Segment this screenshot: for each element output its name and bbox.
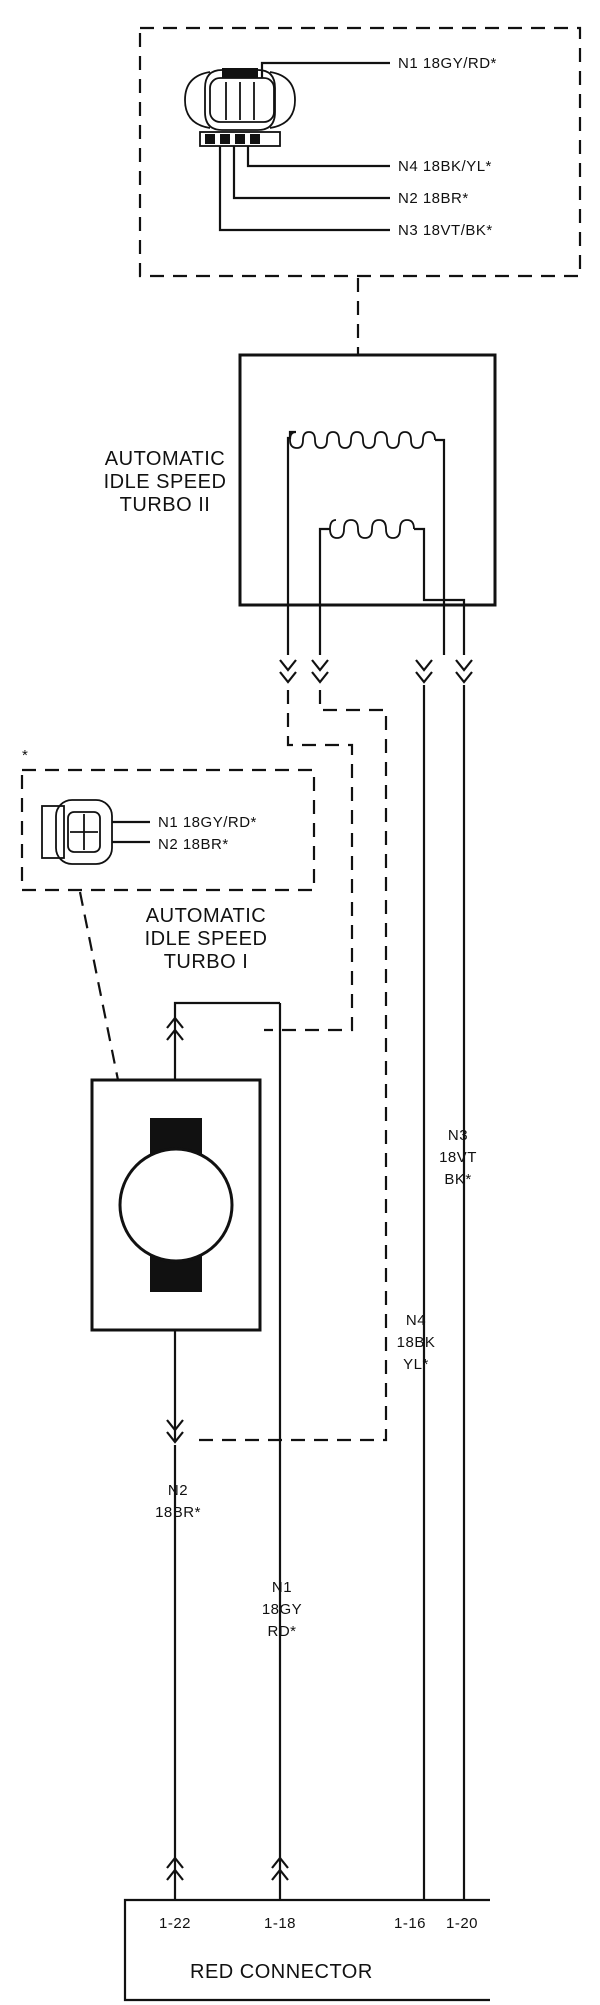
turbo1-title-line1: AUTOMATIC [146,905,266,927]
wire-n2-label-line1: N2 [168,1482,188,1499]
turbo1-connector-group: * N1 18GY/RD* N2 18BR* [20,747,316,892]
red-connector: 1-22 1-18 1-16 1-20 RED CONNECTOR [123,1898,490,2002]
red-connector-pin-1-16: 1-16 [394,1915,426,1932]
turbo1-title-line2: IDLE SPEED [145,928,268,950]
wire-n1-label-line1: N1 [272,1579,292,1596]
turbo2-output-chevrons [279,659,473,684]
wire-n1-label-line2: 18GY [262,1601,302,1618]
red-connector-pin-1-22: 1-22 [159,1915,191,1932]
wire-n4-label-line1: N4 [406,1312,426,1329]
turbo1-link-dashed [78,891,120,1081]
turbo2-connector-group: N1 18GY/RD* N4 18BK/YL* N2 18BR* N3 18VT… [138,26,582,278]
turbo1-connector-label-n2: N2 18BR* [158,836,229,853]
turbo2-motor-box [238,353,497,607]
wire-labels: N3 18VT BK* N4 18BK YL* N2 18BR* N1 18GY… [155,1127,477,1640]
turbo2-connector-icon [184,68,296,147]
red-connector-name: RED CONNECTOR [190,1961,373,1983]
red-connector-pin-1-18: 1-18 [264,1915,296,1932]
wire-n4-label-line3: YL* [403,1356,429,1373]
turbo2-connector-label-n2: N2 18BR* [398,190,469,207]
turbo1-title-line3: TURBO I [164,951,249,973]
wire-n3-label-line3: BK* [444,1171,471,1188]
wire-n3-label-line2: 18VT [439,1149,477,1166]
turbo2-connector-dashed-box [138,26,582,278]
wire-n1-label-line3: RD* [267,1623,296,1640]
wire-n3-label-line1: N3 [448,1127,468,1144]
turbo2-motor-group: AUTOMATIC IDLE SPEED TURBO II [104,353,497,655]
turbo2-title-line3: TURBO II [120,494,211,516]
red-connector-pin-1-20: 1-20 [446,1915,478,1932]
turbo1-connector-label-n1: N1 18GY/RD* [158,814,257,831]
red-connector-chevrons [166,1856,289,1881]
turbo2-title-line2: IDLE SPEED [104,471,227,493]
turbo1-connector-marker: * [22,747,28,764]
turbo2-title-line1: AUTOMATIC [105,448,225,470]
wire-n4-label-line2: 18BK [397,1334,436,1351]
turbo1-connector-icon [41,799,113,865]
turbo2-small-coil [329,519,415,539]
turbo2-connector-label-n4: N4 18BK/YL* [398,158,492,175]
turbo1-armature [118,1147,234,1263]
dashed-n1-turbo2-to-turbo1 [264,690,354,1032]
turbo2-large-coil [289,431,436,449]
turbo1-motor-group: AUTOMATIC IDLE SPEED TURBO I [90,905,280,1444]
turbo2-connector-label-n3: N3 18VT/BK* [398,222,493,239]
turbo2-connector-label-n1: N1 18GY/RD* [398,55,497,72]
wire-n2-label-line2: 18BR* [155,1504,201,1521]
turbo1-connector-dashed-box [20,768,316,892]
dashed-n2-turbo2-to-turbo1 [190,690,388,1442]
